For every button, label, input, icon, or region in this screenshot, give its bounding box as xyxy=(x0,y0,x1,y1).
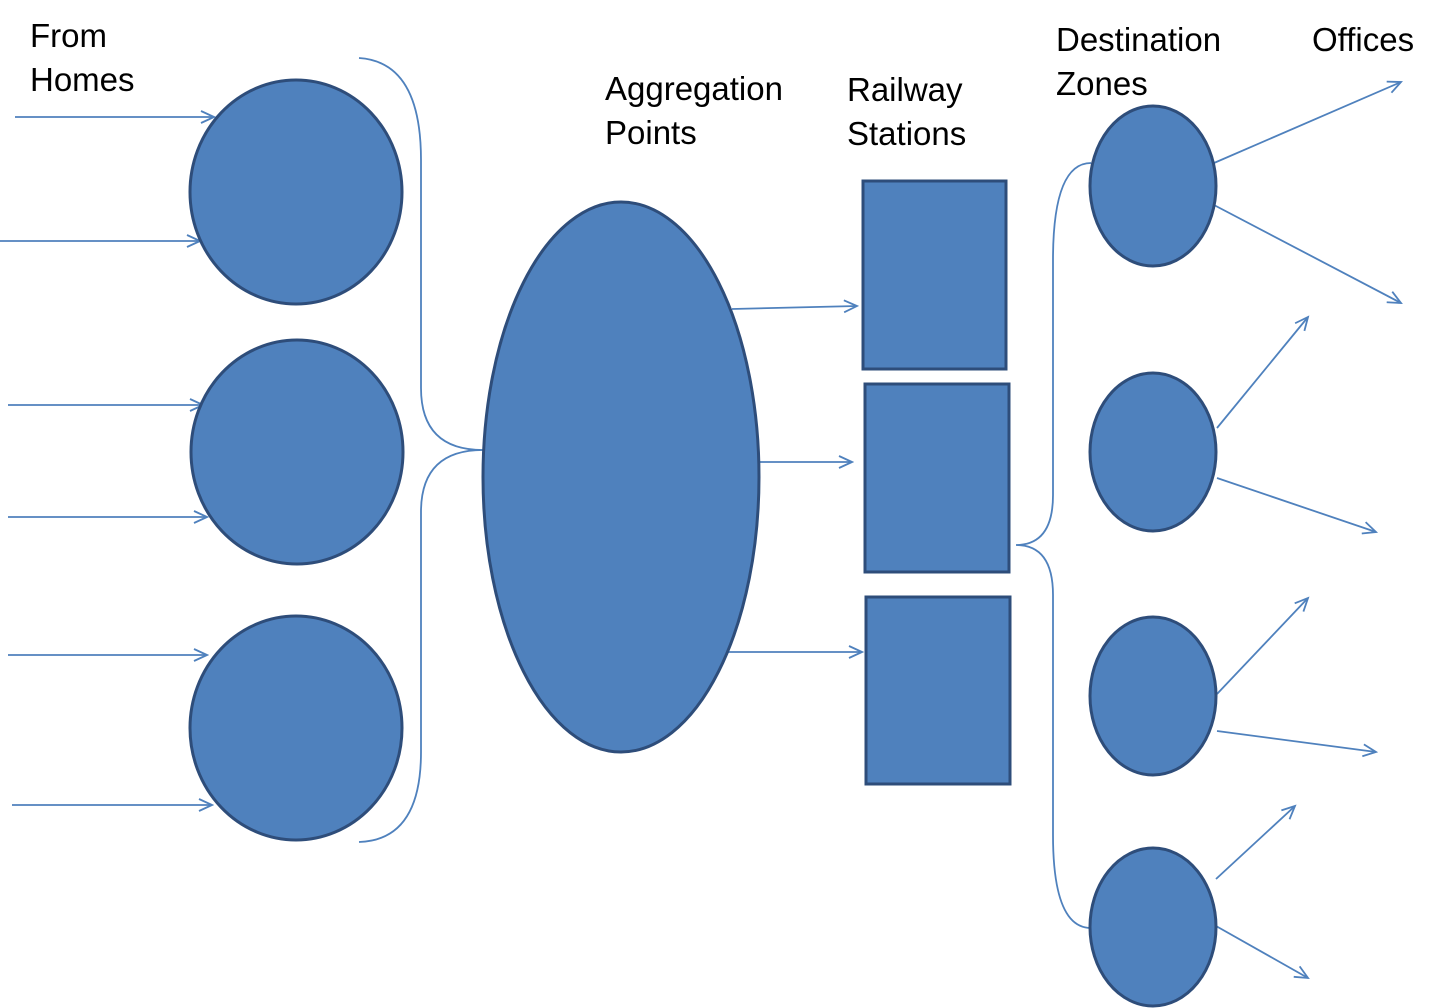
aggregation-label-line1: Aggregation xyxy=(605,70,783,107)
station-to-zones-brace xyxy=(1015,162,1092,929)
destination-zone-circle-2 xyxy=(1088,371,1218,533)
destination-zones-label: Destination Zones xyxy=(1056,18,1221,106)
railway-station-3 xyxy=(864,595,1012,786)
aggregation-label-line2: Points xyxy=(605,114,697,151)
zone-to-office-arrow-6 xyxy=(1216,730,1376,752)
zone-to-office-arrow-4 xyxy=(1216,477,1376,532)
destination-label-line2: Zones xyxy=(1056,65,1148,102)
zone-to-office-arrow-5 xyxy=(1216,598,1308,695)
zone-to-office-arrow-1 xyxy=(1213,82,1401,164)
from-homes-label-line1: From xyxy=(30,17,107,54)
aggregation-point-ellipse xyxy=(481,200,761,754)
zone-to-office-arrow-8 xyxy=(1215,925,1308,978)
aggregation-to-station-arrow-1 xyxy=(731,306,857,309)
zone-to-office-arrow-2 xyxy=(1213,204,1401,303)
zone-to-office-arrow-7 xyxy=(1215,806,1295,880)
destination-zone-circle-3 xyxy=(1088,615,1218,777)
railway-label-line1: Railway xyxy=(847,71,963,108)
from-homes-label-line2: Homes xyxy=(30,61,135,98)
railway-stations-label: Railway Stations xyxy=(847,68,966,156)
offices-label: Offices xyxy=(1312,21,1415,58)
aggregation-points-label: Aggregation Points xyxy=(605,67,783,155)
home-zone-circle-3 xyxy=(188,614,404,842)
home-zone-circle-1 xyxy=(188,78,404,306)
railway-station-2 xyxy=(863,382,1011,574)
destination-zone-circle-4 xyxy=(1088,846,1218,1008)
home-zone-circle-2 xyxy=(189,338,405,566)
railway-station-1 xyxy=(861,179,1008,371)
zone-to-office-arrow-3 xyxy=(1216,317,1308,429)
railway-label-line2: Stations xyxy=(847,115,967,152)
from-homes-label: From Homes xyxy=(30,14,135,102)
destination-label-line1: Destination xyxy=(1056,21,1222,58)
destination-zone-circle-1 xyxy=(1088,104,1218,268)
